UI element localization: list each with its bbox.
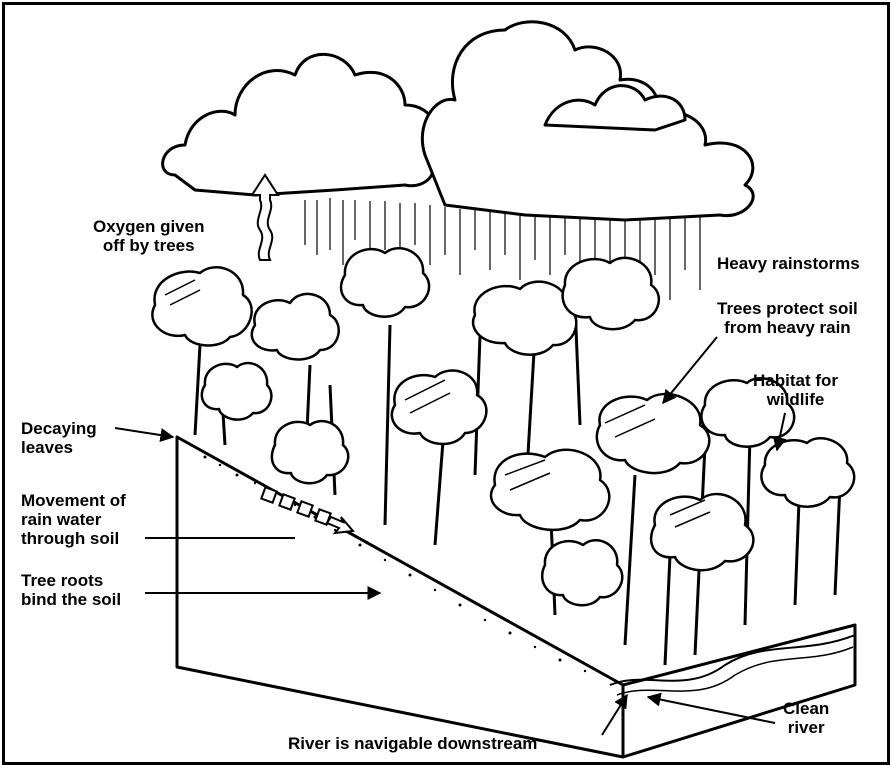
habitat-label: Habitat for wildlife	[753, 371, 838, 409]
habitat-label-line-1: Habitat for	[753, 371, 838, 390]
oxygen-label-line-1: Oxygen given	[93, 217, 204, 236]
tree-roots-label-line-2: bind the soil	[21, 590, 121, 609]
decaying-leaves-label: Decaying leaves	[21, 419, 97, 457]
oxygen-label-line-2: off by trees	[93, 236, 204, 255]
habitat-label-line-2: wildlife	[753, 390, 838, 409]
navigable-river-label: River is navigable downstream	[288, 734, 537, 753]
trees-protect-label-line-2: from heavy rain	[717, 318, 858, 337]
water-movement-label-line-3: through soil	[21, 529, 126, 548]
clean-river-label: Clean river	[783, 699, 829, 737]
rainstorms-label: Heavy rainstorms	[717, 254, 860, 273]
water-movement-label-line-2: rain water	[21, 510, 126, 529]
rainstorms-label-line-1: Heavy rainstorms	[717, 254, 860, 273]
water-movement-label-line-1: Movement of	[21, 491, 126, 510]
clean-river-label-line-2: river	[783, 718, 829, 737]
storm-clouds	[163, 22, 754, 220]
oxygen-arrow	[252, 175, 278, 260]
trees-protect-label-line-1: Trees protect soil	[717, 299, 858, 318]
decaying-leaves-label-line-2: leaves	[21, 438, 97, 457]
oxygen-label: Oxygen given off by trees	[93, 217, 204, 255]
trees-protect-label: Trees protect soil from heavy rain	[717, 299, 858, 337]
decaying-leaves-label-line-1: Decaying	[21, 419, 97, 438]
tree-roots-label: Tree roots bind the soil	[21, 571, 121, 609]
navigable-river-label-line-1: River is navigable downstream	[288, 734, 537, 753]
water-movement-label: Movement of rain water through soil	[21, 491, 126, 548]
clean-river-label-line-1: Clean	[783, 699, 829, 718]
tree-roots-label-line-1: Tree roots	[21, 571, 121, 590]
